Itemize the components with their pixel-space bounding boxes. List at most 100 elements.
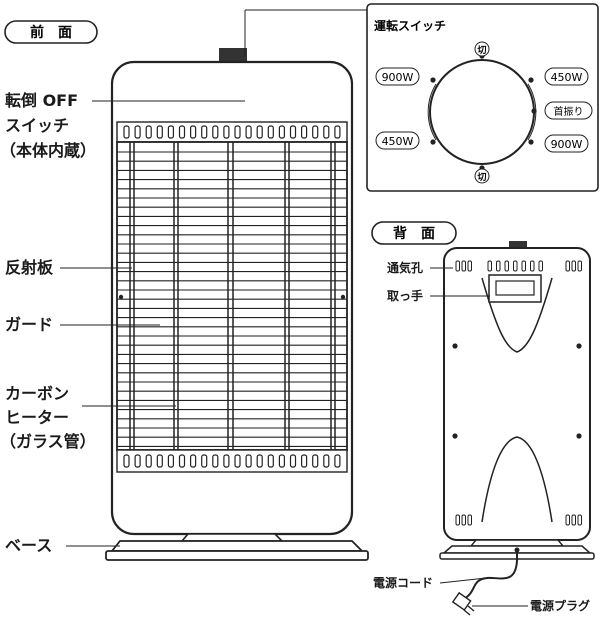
svg-text:450W: 450W	[551, 71, 583, 84]
off-mark-top: 切	[474, 41, 490, 57]
vent-slot	[145, 125, 152, 139]
back-screws	[452, 343, 582, 439]
back-section-label: 背 面	[371, 221, 457, 245]
vent-slot	[487, 260, 492, 272]
tip-switch-label-1: 転倒 OFF	[5, 91, 78, 110]
vent-slot	[289, 125, 297, 139]
power-cord	[461, 552, 518, 601]
vent-slot	[201, 125, 208, 139]
vent-slot	[134, 454, 141, 468]
vent-slot	[323, 454, 330, 468]
svg-text:900W: 900W	[551, 138, 583, 151]
vent-slot	[145, 454, 152, 468]
guard-frame	[116, 141, 348, 451]
svg-text:首振り: 首振り	[554, 105, 584, 118]
vent-slot	[565, 260, 570, 272]
vent-slot	[190, 125, 197, 139]
tip-switch-label-3: （本体内蔵）	[0, 141, 96, 160]
vent-slot	[123, 125, 130, 139]
vent-slot	[256, 454, 263, 468]
carbon-heater-tubes	[129, 142, 336, 450]
vent-slot	[312, 454, 319, 468]
front-section-label: 前 面	[4, 20, 98, 44]
setting-900w-left: 900W	[375, 67, 420, 86]
vent-slot	[504, 260, 509, 272]
front-label-text: 前 面	[30, 24, 72, 41]
vent-slot	[245, 454, 252, 468]
svg-text:切: 切	[477, 172, 486, 183]
reflector-label: 反射板	[5, 258, 54, 277]
handle-label: 取っ手	[387, 288, 423, 303]
vent-slot	[312, 125, 319, 139]
off-mark-bottom: 切	[474, 168, 490, 184]
vent-slot	[178, 125, 186, 139]
vent-slot	[234, 125, 241, 139]
back-label-text: 背 面	[393, 225, 435, 242]
vent-slot	[123, 454, 130, 468]
vent-slot	[256, 125, 263, 139]
guard-label: ガード	[5, 315, 53, 334]
back-upper-arch	[481, 277, 553, 353]
front-callouts: 転倒 OFF スイッチ （本体内蔵） 反射板 ガード カーボン ヒーター （ガラ…	[0, 91, 245, 555]
vent-slot	[267, 125, 274, 139]
svg-text:900W: 900W	[382, 71, 414, 84]
vent-slot	[212, 125, 219, 139]
vent-slot	[178, 454, 186, 468]
svg-text:450W: 450W	[382, 135, 414, 148]
vent-slot	[577, 260, 582, 272]
vent-slot	[455, 260, 460, 272]
setting-oscillation: 首振り	[544, 101, 593, 120]
lower-vent-slots	[123, 454, 341, 468]
vent-slot	[201, 454, 208, 468]
vent-slot	[134, 125, 141, 139]
base-top	[110, 540, 365, 552]
vent-slot	[278, 454, 285, 468]
lower-vent-strip	[116, 449, 348, 473]
vent-slot	[323, 125, 330, 139]
setting-450w-right: 450W	[544, 67, 589, 86]
vent-label: 通気孔	[387, 260, 423, 275]
heater-label-2: ヒーター	[5, 408, 69, 427]
vent-slot	[334, 454, 341, 468]
rotary-dial	[429, 59, 535, 165]
upper-vent-slots	[123, 125, 341, 139]
vent-slot	[156, 125, 163, 139]
vent-slot	[530, 260, 535, 272]
vent-slot	[538, 260, 543, 272]
vent-slot	[234, 454, 241, 468]
vent-slot	[496, 260, 501, 272]
base-neck	[180, 533, 284, 542]
vent-slot	[223, 125, 230, 139]
switch-panel: 運転スイッチ 切 切 900W 450W 450W	[244, 3, 599, 192]
vent-slot	[513, 260, 518, 272]
back-heater	[439, 241, 595, 616]
vent-slot	[571, 514, 576, 526]
vent-slot	[467, 260, 472, 272]
heater-label-3: （ガラス管）	[0, 432, 96, 451]
vent-slot	[167, 454, 174, 468]
back-lower-arch	[481, 436, 553, 523]
vent-slot	[334, 125, 341, 139]
vent-slot	[301, 454, 308, 468]
svg-text:切: 切	[477, 45, 486, 56]
vent-slot	[461, 260, 466, 272]
vent-slot	[223, 454, 230, 468]
setting-450w-left: 450W	[375, 131, 420, 150]
cord-label: 電源コード	[373, 575, 433, 590]
base-plate	[105, 550, 369, 561]
vent-slot	[577, 514, 582, 526]
vent-slot	[245, 125, 252, 139]
vent-slot	[467, 514, 472, 526]
vent-slot	[301, 125, 308, 139]
tip-switch-knob	[219, 48, 247, 65]
screw	[340, 294, 346, 300]
guard-grille	[117, 151, 347, 447]
vent-slot	[461, 514, 466, 526]
vent-slot	[190, 454, 197, 468]
cord-leader	[439, 577, 487, 584]
vent-slot	[156, 454, 163, 468]
power-plug	[451, 591, 475, 616]
vent-slot	[167, 125, 174, 139]
setting-900w-right: 900W	[544, 134, 589, 153]
